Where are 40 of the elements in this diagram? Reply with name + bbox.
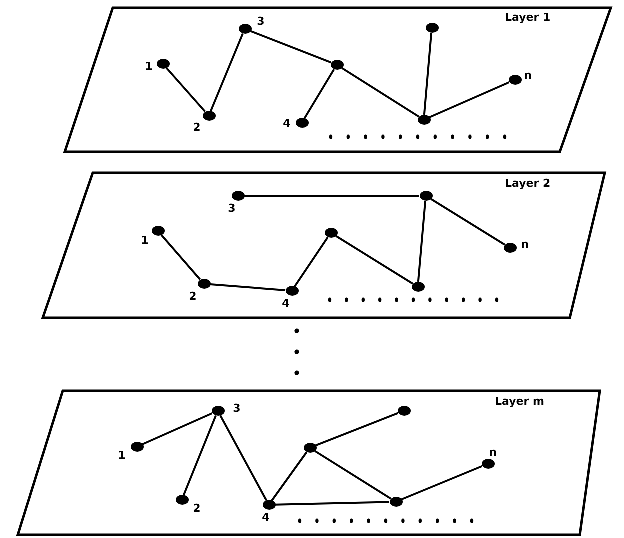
graph-edge [417, 200, 427, 282]
graph-edge [423, 32, 433, 116]
vertex-label: n [489, 447, 497, 459]
graph-edge [275, 501, 390, 506]
graph-edge [220, 415, 268, 501]
vertex-label: n [521, 239, 529, 251]
graph-edge [166, 67, 206, 113]
graph-edge [142, 412, 213, 446]
graph-edge [336, 235, 414, 285]
vertex-label: 1 [118, 450, 126, 462]
vertex-label: 4 [282, 298, 290, 310]
vertex-label: 3 [228, 203, 236, 215]
graph-edge [401, 465, 483, 501]
graph-edge [250, 30, 332, 64]
vertex-label: 4 [262, 512, 270, 524]
vertex-label: 1 [145, 61, 153, 73]
graph-edge [429, 82, 510, 118]
graph-edge [160, 234, 202, 280]
vertex-label: 2 [193, 503, 201, 515]
graph-edge [341, 67, 420, 118]
graph-edge [294, 236, 329, 288]
vertex-label: 1 [141, 235, 149, 247]
vertex-label: n [524, 70, 532, 82]
graph-edge [183, 415, 217, 496]
layer-title: Layer m [495, 395, 544, 408]
vertex-label: 3 [233, 403, 241, 415]
graph-edge [430, 198, 506, 246]
layer-title: Layer 2 [505, 177, 551, 190]
vertex-label: 2 [193, 122, 201, 134]
graph-edge [210, 284, 286, 292]
graph-edge [315, 412, 399, 447]
graph-edge [304, 69, 336, 119]
graph-edge [314, 450, 392, 500]
graph-edge [244, 195, 420, 197]
vertex-label: 4 [283, 118, 291, 130]
graph-edge [210, 33, 244, 112]
vertex-label: 2 [189, 291, 197, 303]
graph-edge [271, 452, 308, 502]
vertex-label: 3 [257, 16, 265, 28]
layer-title: Layer 1 [505, 11, 551, 24]
